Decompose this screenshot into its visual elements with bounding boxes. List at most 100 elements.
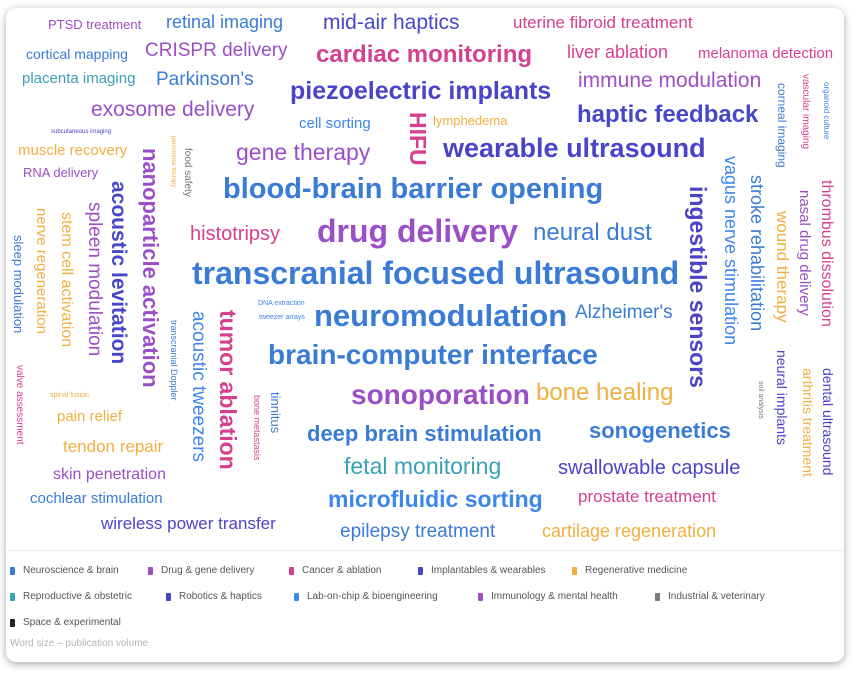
word-muscle-recovery: muscle recovery xyxy=(18,142,128,159)
legend-label: Cancer & ablation xyxy=(302,565,382,576)
word-uterine-fibroid-treatment: uterine fibroid treatment xyxy=(513,13,693,32)
word-vascular-imaging: vascular imaging xyxy=(800,74,811,150)
word-haptic-feedback: haptic feedback xyxy=(577,101,759,128)
word-crispr-delivery: CRISPR delivery xyxy=(145,40,288,61)
word-neuromodulation: neuromodulation xyxy=(314,298,568,333)
word-vagus-nerve-stimulation: vagus nerve stimulation xyxy=(721,156,741,346)
legend-label: Neuroscience & brain xyxy=(23,565,119,576)
legend-label: Regenerative medicine xyxy=(585,565,688,576)
word-sleep-modulation: sleep modulation xyxy=(11,235,26,334)
word-tinnitus: tinnitus xyxy=(268,392,283,434)
legend-label: Drug & gene delivery xyxy=(161,565,255,576)
legend-swatch xyxy=(418,566,423,575)
legend-swatch xyxy=(166,592,171,601)
word-gene-therapy: gene therapy xyxy=(236,139,371,165)
legend-item-robotics-haptics: Robotics & haptics xyxy=(166,591,262,602)
word-deep-brain-stimulation: deep brain stimulation xyxy=(307,421,542,446)
word-subcutaneous-imaging: subcutaneous imaging xyxy=(51,129,112,135)
legend-item-regenerative-medicine: Regenerative medicine xyxy=(572,565,687,576)
word-hifu: HIFU xyxy=(405,112,431,166)
legend-item-industrial-veterinary: Industrial & veterinary xyxy=(655,591,765,602)
word-liver-ablation: liver ablation xyxy=(567,42,669,62)
word-stem-cell-activation: stem cell activation xyxy=(58,212,75,348)
word-cartilage-regeneration: cartilage regeneration xyxy=(542,521,717,541)
word-corneal-imaging: corneal imaging xyxy=(775,83,789,168)
legend-swatch xyxy=(289,566,294,575)
word-histotripsy: histotripsy xyxy=(190,223,281,245)
word-skin-penetration: skin penetration xyxy=(53,466,166,483)
word-placenta-imaging: placenta imaging xyxy=(22,70,136,87)
word-sonogenetics: sonogenetics xyxy=(589,418,731,443)
word-brain-computer-interface: brain-computer interface xyxy=(268,339,598,370)
legend-label: Industrial & veterinary xyxy=(668,591,765,602)
legend-swatch xyxy=(148,566,153,575)
legend-divider xyxy=(6,550,844,551)
word-cell-sorting: cell sorting xyxy=(299,115,371,132)
legend-swatch xyxy=(294,592,299,601)
word-acoustic-levitation: acoustic levitation xyxy=(107,181,130,365)
legend-item-cancer-ablation: Cancer & ablation xyxy=(289,565,382,576)
word-transcranial-focused-ultrasound: transcranial focused ultrasound xyxy=(192,255,680,291)
word-tendon-repair: tendon repair xyxy=(63,437,164,456)
word-soil-analysis: soil analysis xyxy=(757,381,764,419)
word-cochlear-stimulation: cochlear stimulation xyxy=(30,490,163,507)
word-acoustic-tweezers: acoustic tweezers xyxy=(188,311,209,463)
word-neural-implants: neural implants xyxy=(774,350,790,445)
legend-item-space-experimental: Space & experimental xyxy=(10,617,121,628)
legend-item-neuroscience-brain: Neuroscience & brain xyxy=(10,565,119,576)
word-dental-ultrasound: dental ultrasound xyxy=(820,368,836,476)
legend-label: Implantables & wearables xyxy=(431,565,546,576)
word-bone-healing: bone healing xyxy=(536,379,674,406)
word-stroke-rehabilitation: stroke rehabilitation xyxy=(747,175,767,332)
legend-label: Reproductive & obstetric xyxy=(23,591,132,602)
word-piezoelectric-implants: piezoelectric implants xyxy=(290,77,552,105)
word-nerve-regeneration: nerve regeneration xyxy=(33,208,50,334)
word-immune-modulation: immune modulation xyxy=(578,69,762,92)
legend-item-implantables-wearables: Implantables & wearables xyxy=(418,565,546,576)
legend-swatch xyxy=(10,566,15,575)
word-transcranial-doppler: transcranial Doppler xyxy=(169,320,179,401)
word-wearable-ultrasound: wearable ultrasound xyxy=(443,133,706,163)
word-ingestible-sensors: ingestible sensors xyxy=(685,186,711,388)
word-food-safety: food safety xyxy=(182,148,193,197)
word-organoid-culture: organoid culture xyxy=(822,82,831,140)
word-thrombus-dissolution: thrombus dissolution xyxy=(818,180,835,327)
word-dna-extraction: DNA extraction xyxy=(258,300,305,307)
word-pain-relief: pain relief xyxy=(57,408,123,425)
word-retinal-imaging: retinal imaging xyxy=(166,12,284,32)
word-blood-brain-barrier-opening: blood-brain barrier opening xyxy=(223,173,604,205)
word-cortical-mapping: cortical mapping xyxy=(26,46,128,62)
word-drug-delivery: drug delivery xyxy=(317,213,518,249)
legend-label: Space & experimental xyxy=(23,617,121,628)
word-tumor-ablation: tumor ablation xyxy=(215,310,241,470)
word-tweezer-arrays: tweezer arrays xyxy=(259,314,305,321)
word-rna-delivery: RNA delivery xyxy=(23,165,99,180)
word-neural-dust: neural dust xyxy=(533,219,652,246)
word-sonoporation: sonoporation xyxy=(351,379,530,410)
word-epilepsy-treatment: epilepsy treatment xyxy=(340,521,496,542)
word-prostate-treatment: prostate treatment xyxy=(578,487,716,506)
word-swallowable-capsule: swallowable capsule xyxy=(558,457,741,479)
legend-label: Immunology & mental health xyxy=(491,591,618,602)
word-arthritis-treatment: arthritis treatment xyxy=(800,368,816,477)
word-valve-assessment: valve assessment xyxy=(14,365,25,445)
legend-item-reproductive-obstetric: Reproductive & obstetric xyxy=(10,591,132,602)
word-alzheimer-s: Alzheimer's xyxy=(575,302,673,323)
word-periodontal-therapy: periodontal therapy xyxy=(170,136,176,188)
legend-swatch xyxy=(655,592,660,601)
legend-item-drug-gene-delivery: Drug & gene delivery xyxy=(148,565,254,576)
word-ptsd-treatment: PTSD treatment xyxy=(48,17,142,32)
size-caption: Word size – publication volume xyxy=(10,638,149,649)
word-lymphedema: lymphedema xyxy=(433,113,508,128)
word-spleen-modulation: spleen modulation xyxy=(84,202,105,357)
word-nasal-drug-delivery: nasal drug delivery xyxy=(796,190,813,316)
word-cardiac-monitoring: cardiac monitoring xyxy=(316,41,533,68)
word-exosome-delivery: exosome delivery xyxy=(91,98,255,121)
legend-swatch xyxy=(10,618,15,627)
word-nanoparticle-activation: nanoparticle activation xyxy=(138,148,163,388)
word-wireless-power-transfer: wireless power transfer xyxy=(101,514,276,533)
legend-swatch xyxy=(10,592,15,601)
legend-item-immunology-mental-health: Immunology & mental health xyxy=(478,591,618,602)
